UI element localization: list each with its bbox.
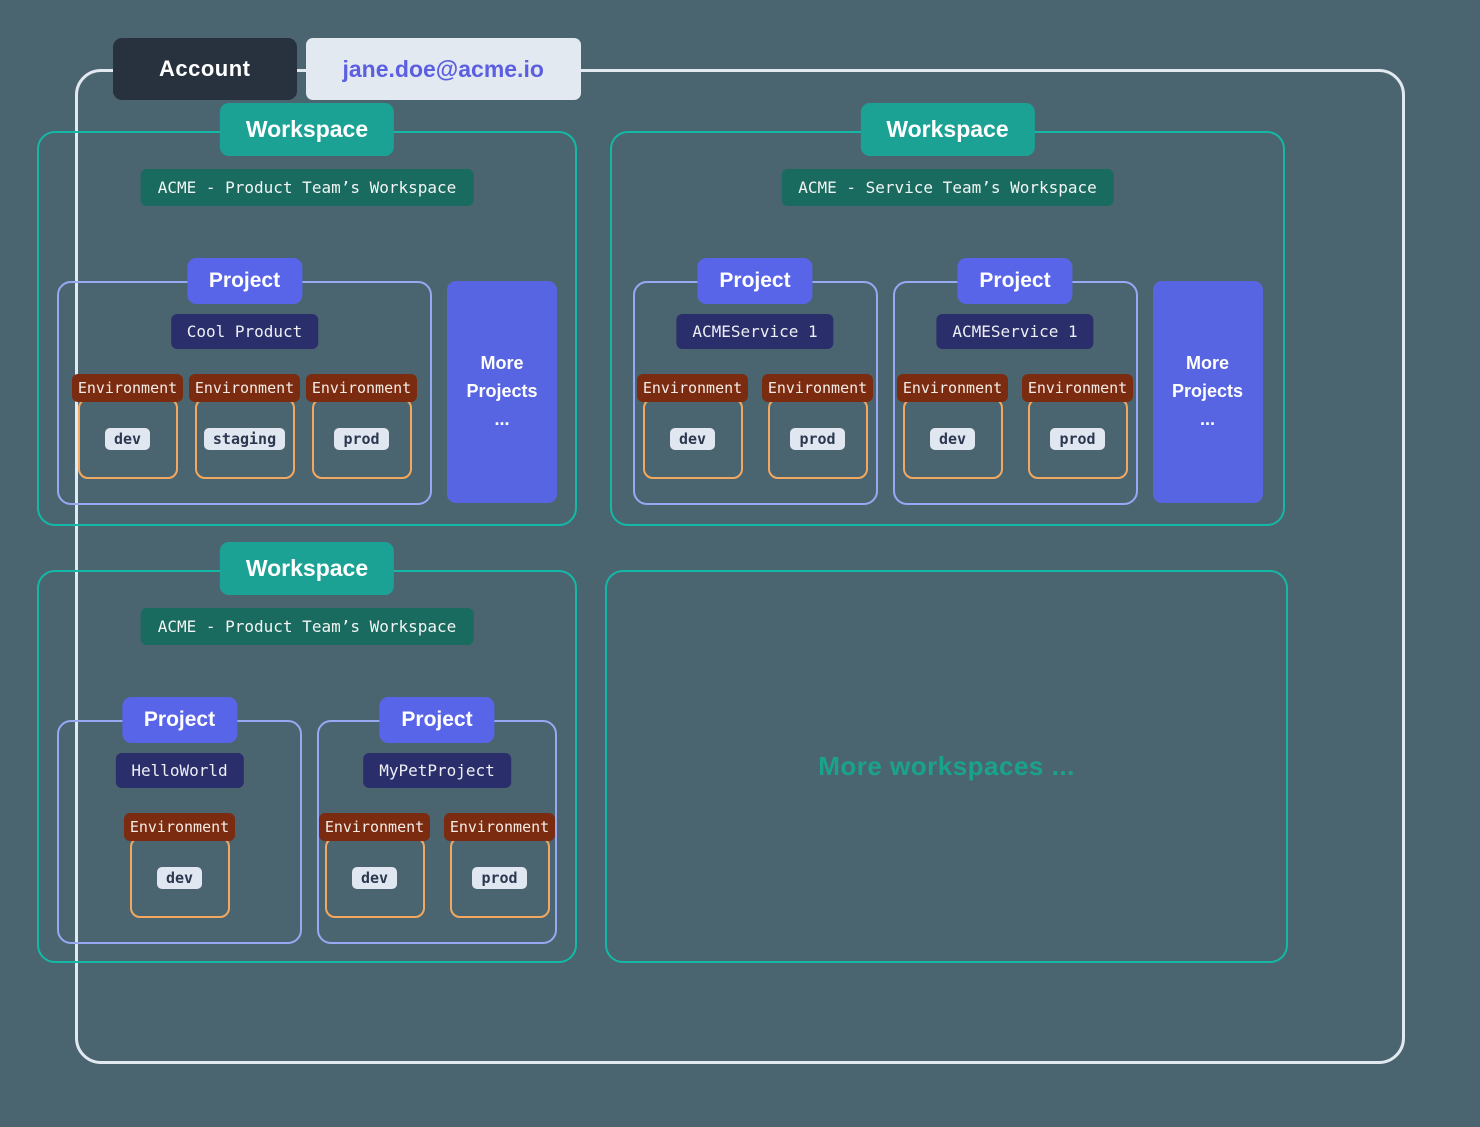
environment-dev: Environment dev: [124, 813, 235, 918]
environments-row: Environment dev Environment prod: [635, 374, 876, 479]
more-projects-box: More Projects ...: [1152, 281, 1263, 503]
environment-header: Environment: [637, 374, 748, 402]
project-mypetproject: Project MyPetProject Environment dev Env…: [317, 697, 557, 944]
workspace-product-team-2: Workspace ACME - Product Team’s Workspac…: [37, 542, 577, 963]
environment-prod: Environment prod: [444, 813, 555, 918]
more-projects-ellipsis: ...: [1199, 408, 1215, 429]
workspace-product-team-1: Workspace ACME - Product Team’s Workspac…: [37, 103, 577, 526]
environment-name-chip: prod: [472, 866, 527, 889]
workspace-header: Workspace: [219, 103, 395, 156]
project-name: HelloWorld: [115, 753, 244, 788]
more-projects-ellipsis: ...: [494, 408, 510, 429]
workspace-header: Workspace: [219, 542, 395, 595]
project-header: Project: [379, 697, 495, 743]
environment-body: prod: [311, 398, 412, 479]
environment-name-chip: dev: [351, 866, 398, 889]
more-projects-line: Projects: [1171, 381, 1244, 402]
environment-header: Environment: [124, 813, 235, 841]
workspace-name: ACME - Product Team’s Workspace: [140, 169, 474, 206]
environment-staging: Environment staging: [189, 374, 300, 479]
environment-dev: Environment dev: [637, 374, 748, 479]
environment-header: Environment: [189, 374, 300, 402]
environment-prod: Environment prod: [1022, 374, 1133, 479]
environment-header: Environment: [306, 374, 417, 402]
environment-dev: Environment dev: [319, 813, 430, 918]
environment-body: prod: [767, 398, 868, 479]
environment-body: prod: [449, 837, 550, 918]
project-helloworld: Project HelloWorld Environment dev: [57, 697, 302, 944]
environment-body: dev: [77, 398, 178, 479]
environment-header: Environment: [319, 813, 430, 841]
project-name: Cool Product: [170, 314, 319, 349]
environment-header: Environment: [444, 813, 555, 841]
environments-row: Environment dev Environment staging Envi…: [59, 374, 430, 479]
environment-body: dev: [642, 398, 743, 479]
more-workspaces-box: More workspaces ...: [605, 570, 1288, 963]
projects-row: Project HelloWorld Environment dev Proje…: [39, 697, 575, 944]
project-header: Project: [957, 258, 1073, 304]
project-header: Project: [186, 258, 303, 304]
project-acmeservice-2: Project ACMEService 1 Environment dev En…: [892, 258, 1138, 505]
environment-header: Environment: [72, 374, 183, 402]
environment-name-chip: prod: [334, 427, 389, 450]
environment-name-chip: dev: [929, 427, 976, 450]
environment-name-chip: dev: [669, 427, 716, 450]
environment-header: Environment: [897, 374, 1008, 402]
environments-row: Environment dev: [59, 813, 300, 918]
project-acmeservice-1: Project ACMEService 1 Environment dev En…: [632, 258, 878, 505]
projects-row: Project Cool Product Environment dev Env…: [39, 258, 575, 505]
environment-name-chip: staging: [203, 427, 286, 450]
environment-header: Environment: [762, 374, 873, 402]
environment-body: dev: [324, 837, 425, 918]
project-header: Project: [697, 258, 813, 304]
more-workspaces-label: More workspaces ...: [818, 751, 1075, 781]
more-projects-line: More: [480, 353, 524, 374]
environment-name-chip: dev: [156, 866, 203, 889]
environment-body: staging: [194, 398, 295, 479]
environment-prod: Environment prod: [762, 374, 873, 479]
account-label: Account: [113, 38, 297, 100]
workspace-name: ACME - Service Team’s Workspace: [781, 169, 1114, 206]
more-projects-line: More: [1185, 353, 1229, 374]
environment-dev: Environment dev: [72, 374, 183, 479]
workspace-service-team: Workspace ACME - Service Team’s Workspac…: [610, 103, 1285, 526]
workspace-header: Workspace: [860, 103, 1035, 156]
project-name: ACMEService 1: [936, 314, 1094, 349]
account-email: jane.doe@acme.io: [305, 38, 581, 100]
projects-row: Project ACMEService 1 Environment dev En…: [612, 258, 1283, 505]
project-header: Project: [121, 697, 238, 743]
environment-name-chip: prod: [1050, 427, 1105, 450]
environment-body: dev: [129, 837, 230, 918]
workspace-name: ACME - Product Team’s Workspace: [140, 608, 474, 645]
more-projects-line: Projects: [466, 381, 538, 402]
environment-header: Environment: [1022, 374, 1133, 402]
account-badge-group: Account jane.doe@acme.io: [113, 38, 581, 100]
environment-name-chip: prod: [790, 427, 845, 450]
project-cool-product: Project Cool Product Environment dev Env…: [57, 258, 432, 505]
more-projects-box: More Projects ...: [447, 281, 557, 503]
environment-body: dev: [902, 398, 1003, 479]
environments-row: Environment dev Environment prod: [895, 374, 1136, 479]
project-name: ACMEService 1: [676, 314, 834, 349]
environment-prod: Environment prod: [306, 374, 417, 479]
environment-name-chip: dev: [104, 427, 151, 450]
account-container: [75, 69, 1405, 1064]
environments-row: Environment dev Environment prod: [319, 813, 555, 918]
project-name: MyPetProject: [363, 753, 511, 788]
environment-body: prod: [1027, 398, 1128, 479]
environment-dev: Environment dev: [897, 374, 1008, 479]
